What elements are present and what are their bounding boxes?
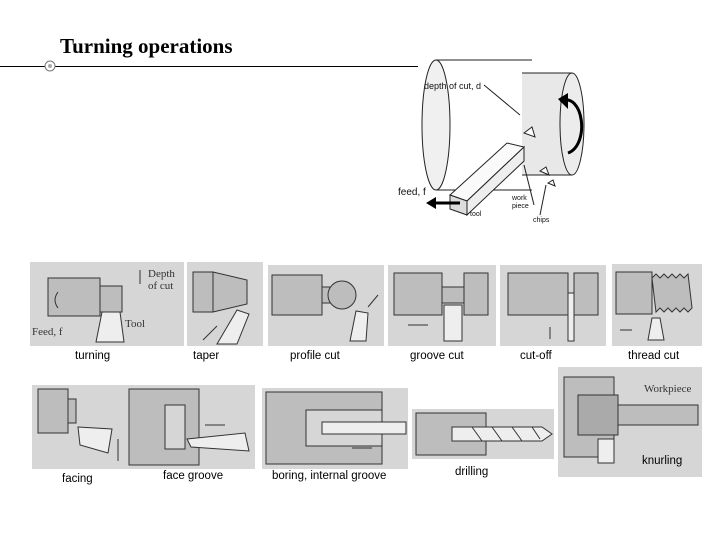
panel-thread-cut (612, 264, 702, 346)
caption-boring: boring, internal groove (272, 470, 387, 482)
tool-label: Tool (125, 318, 146, 330)
panel-cut-off (500, 265, 606, 346)
caption-facing: facing (62, 473, 93, 485)
caption-knurling: knurling (642, 455, 683, 467)
panel-boring (262, 388, 408, 469)
depth-label: Depth (148, 268, 175, 280)
caption-drilling: drilling (455, 466, 489, 478)
panel-turning: Depth of cut Tool Feed, f (30, 262, 184, 346)
workpiece-label: work piece (512, 195, 529, 210)
bullet-icon (44, 60, 56, 72)
slide-title: Turning operations (60, 34, 233, 58)
panel-drilling (412, 409, 554, 459)
panel-taper (187, 262, 263, 346)
title-underline (0, 66, 418, 67)
panel-knurling: Workpiece knurling (558, 367, 702, 477)
chips-label: chips (533, 217, 550, 224)
caption-cut-off: cut-off (520, 350, 552, 362)
tool-label: tool (470, 211, 482, 218)
feed-label: Feed, f (32, 326, 63, 338)
panel-facing (32, 385, 130, 469)
main-turning-figure: depth of cut, d feed, f tool work piece … (398, 55, 588, 230)
caption-face-groove: face groove (163, 470, 224, 482)
caption-groove-cut: groove cut (410, 350, 464, 362)
panel-groove-cut (388, 265, 496, 346)
feed-label: feed, f (398, 187, 426, 198)
workpiece-label: Workpiece (644, 383, 692, 395)
caption-taper: taper (193, 350, 220, 362)
panel-profile-cut (268, 265, 384, 346)
caption-thread-cut: thread cut (628, 350, 680, 362)
of-cut-label: of cut (148, 280, 174, 292)
caption-profile-cut: profile cut (290, 350, 340, 362)
panel-face-groove (125, 385, 255, 469)
caption-turning: turning (75, 350, 111, 362)
depth-of-cut-label: depth of cut, d (424, 81, 482, 91)
